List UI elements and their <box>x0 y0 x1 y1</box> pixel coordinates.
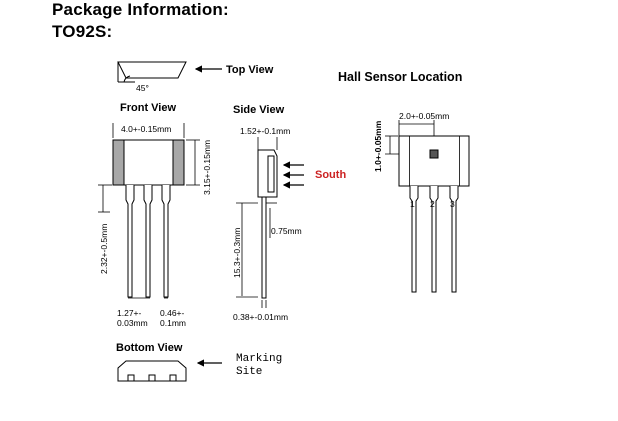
hall-leads <box>409 186 459 293</box>
hall-package-body <box>398 135 470 187</box>
hall-sensor-title: Hall Sensor Location <box>338 70 462 84</box>
pin-3-label: 3 <box>450 199 455 209</box>
front-view-label: Front View <box>120 102 176 114</box>
marking-site-label-2: Site <box>236 366 262 378</box>
side-view-body <box>257 149 278 198</box>
top-view-label: Top View <box>226 64 274 76</box>
hall-sensor-marker <box>429 149 439 159</box>
pitch-label-a: 1.27+- <box>117 308 142 318</box>
side-lead-len-label: 15.3+-0.3mm <box>232 228 242 278</box>
marking-site-label-1: Marking <box>236 353 282 365</box>
lead-gap-label: 2.32+-0.5mm <box>99 224 109 274</box>
bottom-view-label: Bottom View <box>116 342 183 354</box>
side-lead-thk-dim <box>261 300 267 308</box>
package-subtitle: TO92S: <box>52 22 113 41</box>
south-label: South <box>315 169 346 181</box>
side-thickness-label: 1.52+-0.1mm <box>240 126 290 136</box>
top-angle-label: 45° <box>136 83 149 93</box>
front-width-label: 4.0+-0.15mm <box>121 124 171 134</box>
side-thickness-dim <box>257 137 278 150</box>
south-arrows <box>282 161 304 189</box>
pin-2-label: 2 <box>430 199 435 209</box>
hall-y-label: 1.0+-0.05mm <box>373 120 383 172</box>
pin-1-label: 1 <box>410 199 415 209</box>
lead-width-label-b: 0.1mm <box>160 318 186 328</box>
bottom-view-body <box>117 360 187 382</box>
top-view <box>117 61 187 83</box>
side-lead-off-dim <box>266 202 277 238</box>
front-height-dim <box>186 139 200 186</box>
side-view-label: Side View <box>233 104 285 116</box>
side-lead-off-label: 0.75mm <box>271 226 302 236</box>
lead-width-label-a: 0.46+- <box>160 308 185 318</box>
hall-x-label: 2.0+-0.05mm <box>399 111 449 121</box>
front-view-body <box>112 139 185 186</box>
side-lead-len-dim <box>236 202 258 298</box>
side-view-lead <box>261 196 267 299</box>
page-title: Package Information: <box>52 0 229 19</box>
front-view-leads <box>125 185 171 298</box>
pitch-label-b: 0.03mm <box>117 318 148 328</box>
lead-gap-dim <box>98 184 112 213</box>
side-lead-thk-label: 0.38+-0.01mm <box>233 312 288 322</box>
front-width-dim <box>112 123 185 138</box>
front-height-label: 3.15+-0.15mm <box>202 140 212 195</box>
